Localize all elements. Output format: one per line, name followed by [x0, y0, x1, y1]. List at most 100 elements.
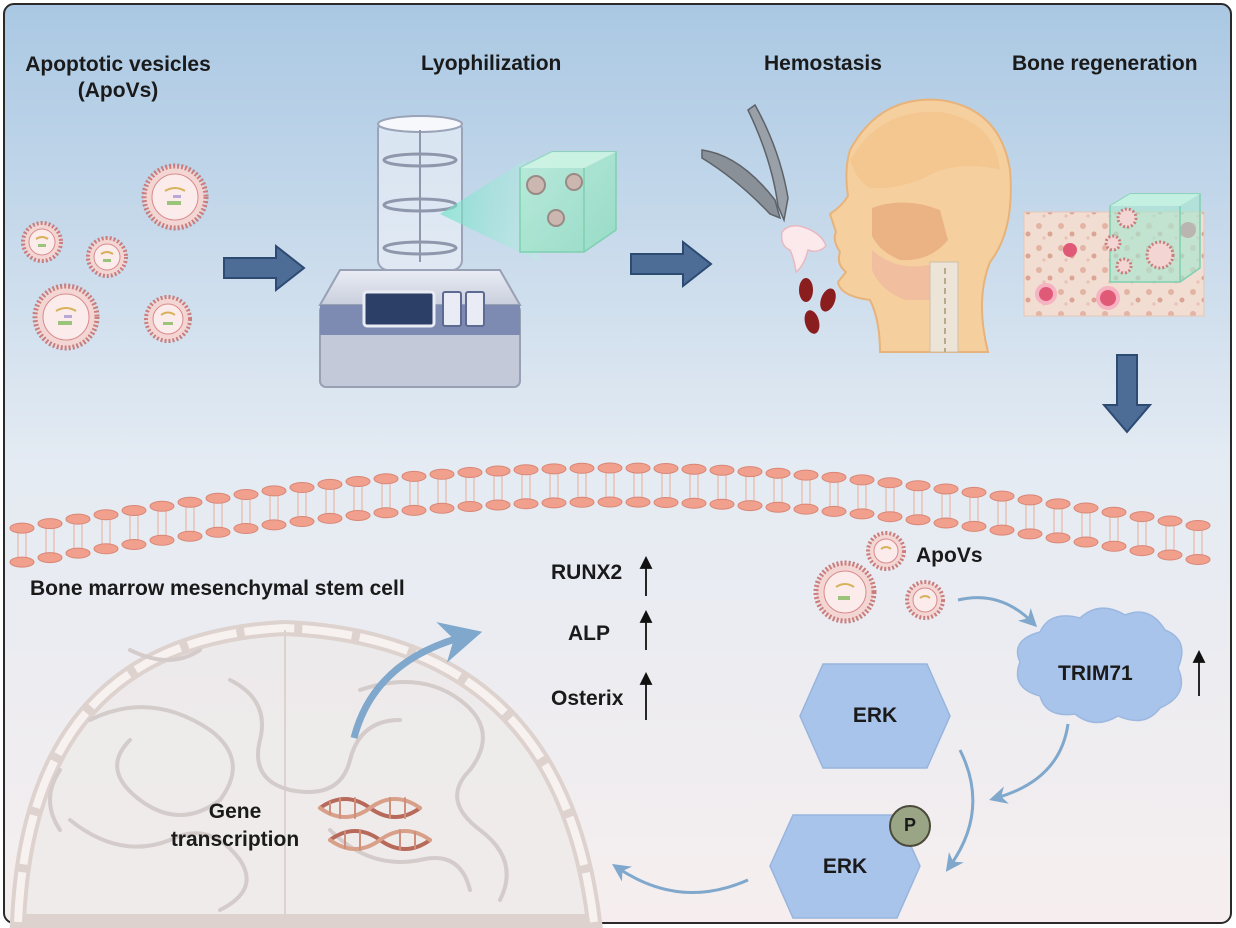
lipid-tail: [549, 472, 559, 499]
lyophilization-label: Lyophilization: [421, 52, 562, 75]
lipid-head: [401, 504, 427, 516]
lipid-head: [233, 522, 259, 534]
lipid-head: [653, 496, 679, 508]
lipid-head: [737, 500, 763, 512]
lipid-head: [9, 522, 35, 534]
lipid-head: [1129, 545, 1155, 557]
lipid-head: [205, 526, 231, 538]
lipid-head: [765, 467, 791, 479]
apoptotic-vesicles-group: [21, 163, 209, 351]
lipid-head: [905, 514, 931, 526]
lipid-head: [625, 462, 651, 474]
vesicle-icon: [866, 531, 906, 571]
lipid-head: [877, 477, 903, 489]
lipid-head: [793, 469, 819, 481]
lipid-head: [597, 496, 623, 508]
head-sagittal-icon: [828, 98, 1012, 353]
lipid-head: [9, 556, 35, 568]
lipid-tail: [297, 491, 307, 518]
lipid-tail: [1165, 525, 1175, 552]
freeze-dryer-icon: [318, 115, 522, 388]
lipid-tail: [1025, 503, 1035, 530]
lipid-tail: [941, 492, 951, 519]
lipid-head: [513, 464, 539, 476]
lipid-tail: [1053, 507, 1063, 534]
lipid-head: [485, 465, 511, 477]
lipid-head: [289, 516, 315, 528]
erk-label: ERK: [852, 704, 898, 727]
lipid-head: [429, 468, 455, 480]
lipid-head: [373, 507, 399, 519]
flow-arrow-right: [630, 239, 713, 289]
lipid-head: [65, 547, 91, 559]
zoom-beam: [440, 160, 540, 262]
lipid-tail: [577, 472, 587, 499]
lipid-tail: [325, 488, 335, 515]
lipid-head: [989, 490, 1015, 502]
phosphate-circle: [889, 805, 931, 847]
lipid-head: [317, 478, 343, 490]
lipid-bilayer-membrane: [9, 462, 1211, 568]
lipid-tail: [913, 489, 923, 516]
lipid-tail: [269, 494, 279, 521]
lipid-tail: [605, 472, 615, 499]
lipid-head: [37, 552, 63, 564]
marker-alp: ALP: [568, 622, 610, 645]
trim71-label: TRIM71: [1058, 662, 1133, 685]
lipid-head: [485, 499, 511, 511]
lipid-head: [541, 497, 567, 509]
erk-hexagon: [799, 663, 951, 769]
signal-arrow-apovs-trim71: [957, 596, 1038, 628]
lipid-head: [457, 466, 483, 478]
lipid-head: [849, 474, 875, 486]
lipid-head: [317, 512, 343, 524]
marker-osterix: Osterix: [551, 687, 624, 710]
lipid-head: [93, 509, 119, 521]
lipid-head: [821, 505, 847, 517]
lipid-head: [1129, 511, 1155, 523]
lipid-tail: [1081, 512, 1091, 539]
vesicle-icon: [141, 163, 209, 231]
marker-up-arrows: [639, 555, 653, 720]
nucleus-icon: [9, 619, 603, 928]
lipid-head: [1073, 536, 1099, 548]
hemostasis-label: Hemostasis: [764, 52, 882, 75]
lipid-tail: [885, 486, 895, 513]
lipid-tail: [1109, 516, 1119, 543]
lipid-tail: [521, 473, 531, 500]
lipid-head: [121, 504, 147, 516]
gene-transcription-label: Gene transcription: [150, 798, 320, 854]
lipid-tail: [997, 500, 1007, 527]
lipid-tail: [633, 472, 643, 499]
signal-arrow-trim71-erk: [989, 723, 1070, 804]
lipid-head: [625, 496, 651, 508]
lipid-tail: [1193, 529, 1203, 556]
lipid-tail: [745, 475, 755, 502]
lipid-head: [373, 473, 399, 485]
lipid-tail: [437, 478, 447, 505]
flow-arrow-down: [1101, 354, 1153, 434]
lipid-head: [793, 503, 819, 515]
vesicle-icon: [905, 580, 945, 620]
lipid-head: [513, 498, 539, 510]
lipid-head: [1045, 532, 1071, 544]
signal-arrow-perk-nucleus: [612, 863, 749, 894]
lipid-head: [849, 508, 875, 520]
lipid-head: [709, 464, 735, 476]
lipid-head: [1185, 554, 1211, 566]
lipid-head: [569, 496, 595, 508]
lipid-head: [765, 501, 791, 513]
phospho-label: P: [903, 815, 916, 835]
lipid-head: [93, 543, 119, 555]
transcription-arrow: [350, 622, 483, 739]
lipid-head: [737, 466, 763, 478]
vesicle-icon: [813, 560, 877, 624]
lipid-tail: [185, 506, 195, 533]
lipid-tail: [801, 479, 811, 506]
lipid-tail: [157, 510, 167, 537]
vesicle-icon: [144, 295, 192, 343]
lipid-tail: [73, 523, 83, 550]
lipid-tail: [129, 514, 139, 541]
lipid-head: [569, 462, 595, 474]
lipid-head: [149, 500, 175, 512]
